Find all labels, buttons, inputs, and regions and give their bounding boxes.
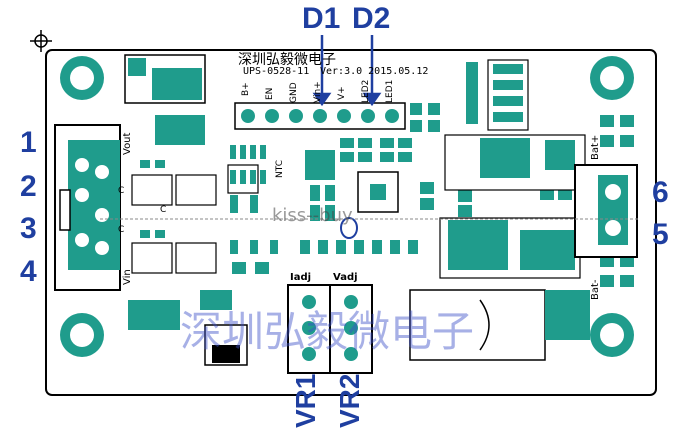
sot-ics [131,164,259,274]
pin-label-b-plus: B+ [241,82,251,96]
top-inductor [124,54,206,104]
pin-label-gnd: GND [289,82,299,103]
pin-header [234,102,406,130]
label-pin-3: 3 [20,212,37,245]
registration-mark [30,30,52,52]
led-marker [340,217,358,239]
silk-ntc: NTC [275,160,285,178]
callout-arrows [312,35,382,107]
qfn-chip [357,171,399,213]
label-vr1: VR1 [290,373,321,428]
label-pin-6: 6 [652,176,669,209]
silk-model: UPS-0528-11 [243,66,310,77]
led-pads [300,103,440,254]
top-right-block [466,59,529,131]
pin-label-v-plus: V+ [337,86,347,100]
label-pin-5: 5 [652,218,669,251]
silk-bat-minus: Bat- [590,279,601,300]
usb-pad [545,290,590,340]
left-connector [54,124,121,291]
label-vr2: VR2 [334,373,365,428]
label-pin-1: 1 [20,126,37,159]
pin-label-vin-plus: Vin+ [313,81,323,103]
silk-vin: Vin [122,269,133,285]
silk-version: Ver:3.0 2015.05.12 [320,66,429,77]
silk-iadj: Iadj [290,272,312,283]
label-d2: D2 [352,2,391,35]
label-d1: D1 [302,2,341,35]
silk-bat-plus: Bat+ [590,134,601,160]
watermark-company: 深圳弘毅微电子 [180,307,475,356]
smd-pads [128,115,278,330]
silk-cz: C [160,205,167,215]
silk-c2: C [118,225,125,235]
silk-c1: C [118,186,125,196]
bottom-transistor [204,324,248,366]
pin-label-en: EN [265,87,275,100]
silk-vout: Vout [122,132,133,155]
silk-company: 深圳弘毅微电子 [238,52,336,68]
watermark-kiss-buy: kiss--buy [272,205,353,226]
potentiometers [287,284,373,374]
battery-terminal [574,164,638,258]
label-pin-2: 2 [20,170,37,203]
pin-label-led2: LED2 [361,79,371,103]
mounting-holes [60,56,634,357]
pin-label-led1: LED1 [385,79,395,103]
silk-vadj: Vadj [333,272,358,283]
label-pin-4: 4 [20,255,37,288]
